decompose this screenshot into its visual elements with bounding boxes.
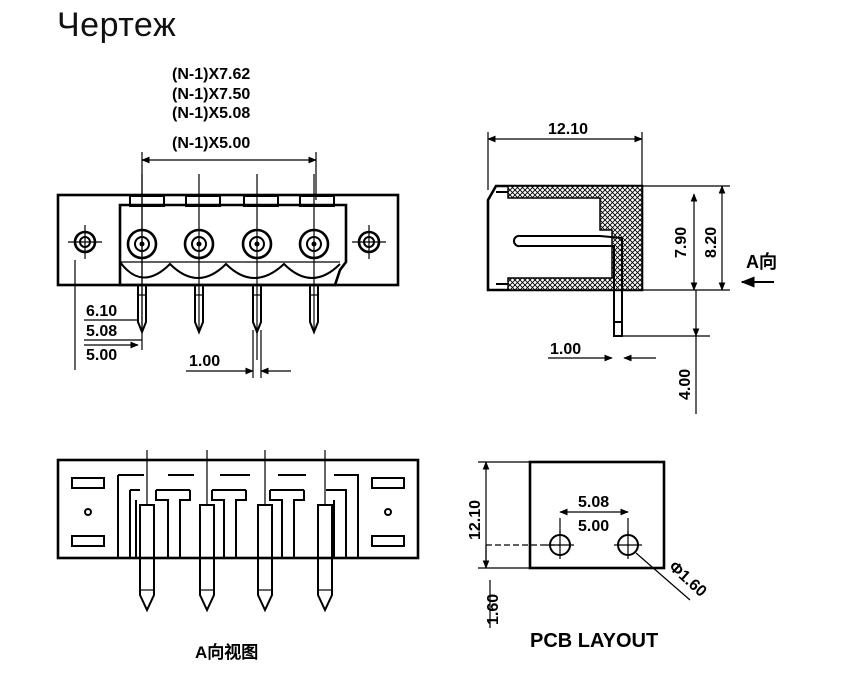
terminal [126,174,158,330]
dim-label: 1.60 [485,594,502,625]
connector-body [118,203,348,287]
dim-label: 5.08 [578,494,609,511]
terminal [241,174,273,360]
dim-label: 8.20 [703,227,720,258]
dim-label: 4.00 [677,369,694,400]
dim-label: 6.10 [86,303,117,320]
dim-label: 12.10 [467,500,484,540]
dim-label: 5.08 [86,323,117,340]
direction-label: A向 [746,251,777,272]
pin [309,285,319,335]
dim-label: 12.10 [548,121,588,138]
pitch-label: (N-1)X7.62 [172,66,250,83]
side-view: 12.10 7.90 8.20 A向 1.00 4.00 [486,121,777,414]
bottom-pin [317,450,333,613]
view-caption: A向视图 [195,642,258,662]
terminal [298,174,330,330]
terminal [183,174,215,330]
side-pin [520,235,623,334]
bottom-pin [199,450,215,613]
pin [194,285,204,335]
pin [252,285,262,335]
pcb-layout: 12.10 1.60 5.08 5.00 Φ1.60 PCB LAYOUT [467,460,710,652]
page-title: Чертеж [57,6,177,44]
dim-label: 5.00 [86,347,117,364]
pin [137,285,147,335]
pitch-label: (N-1)X7.50 [172,86,250,103]
pitch-label: (N-1)X5.08 [172,105,250,122]
dim-label: 1.00 [550,341,581,358]
dim-label: Φ1.60 [665,558,709,600]
dim-label: 1.00 [189,353,220,370]
view-caption: PCB LAYOUT [530,630,658,652]
pcb-outline [528,460,666,570]
dim-label: 5.00 [578,518,609,535]
front-view: (N-1)X7.62 (N-1)X7.50 (N-1)X5.08 (N-1)X5… [56,66,400,378]
bottom-view: A向视图 [56,450,420,662]
bottom-pin [257,450,273,613]
pitch-label: (N-1)X5.00 [172,135,250,152]
bottom-pin [139,450,155,613]
bottom-housing [56,458,420,560]
dim-label: 7.90 [673,227,690,258]
